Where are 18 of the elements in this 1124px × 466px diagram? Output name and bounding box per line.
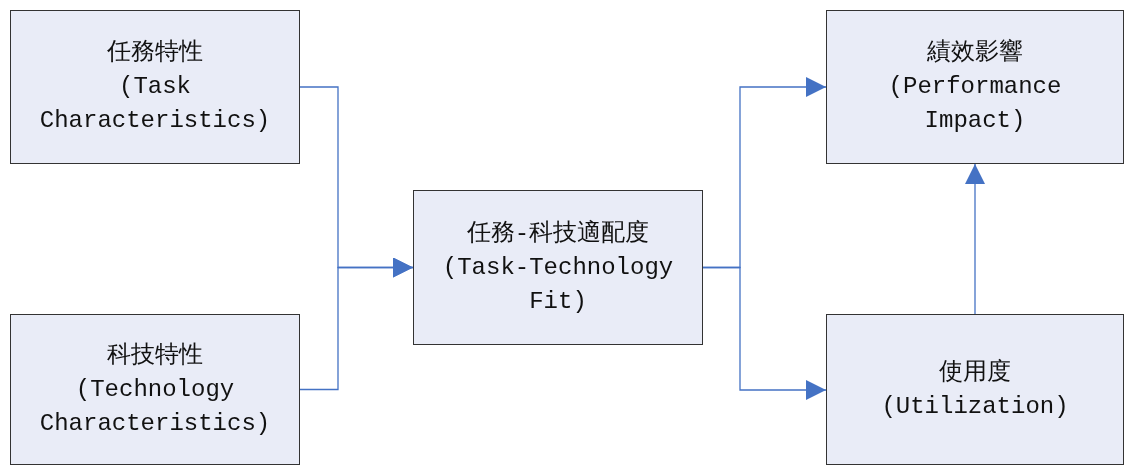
box-subtitle: (Task-Technology Fit) — [441, 252, 675, 317]
arrow — [702, 266, 827, 400]
box-subtitle: (Utilization) — [881, 391, 1069, 422]
box-heading: 任務-科技適配度 — [466, 218, 650, 249]
arrow — [965, 163, 985, 315]
box-heading: 任務特性 — [107, 38, 203, 68]
concept-box — [413, 190, 703, 345]
box-subtitle: (Performance Impact) — [887, 72, 1063, 136]
concept-box — [10, 314, 300, 465]
concept-box — [10, 10, 300, 164]
box-subtitle: (Task Characteristics) — [38, 72, 272, 136]
box-heading: 使用度 — [939, 357, 1011, 388]
concept-box — [826, 10, 1124, 164]
arrow — [299, 257, 414, 391]
box-heading: 績效影響 — [927, 38, 1023, 68]
box-subtitle: (Technology Characteristics) — [38, 374, 272, 439]
box-heading: 科技特性 — [107, 340, 203, 371]
concept-box — [826, 314, 1124, 465]
